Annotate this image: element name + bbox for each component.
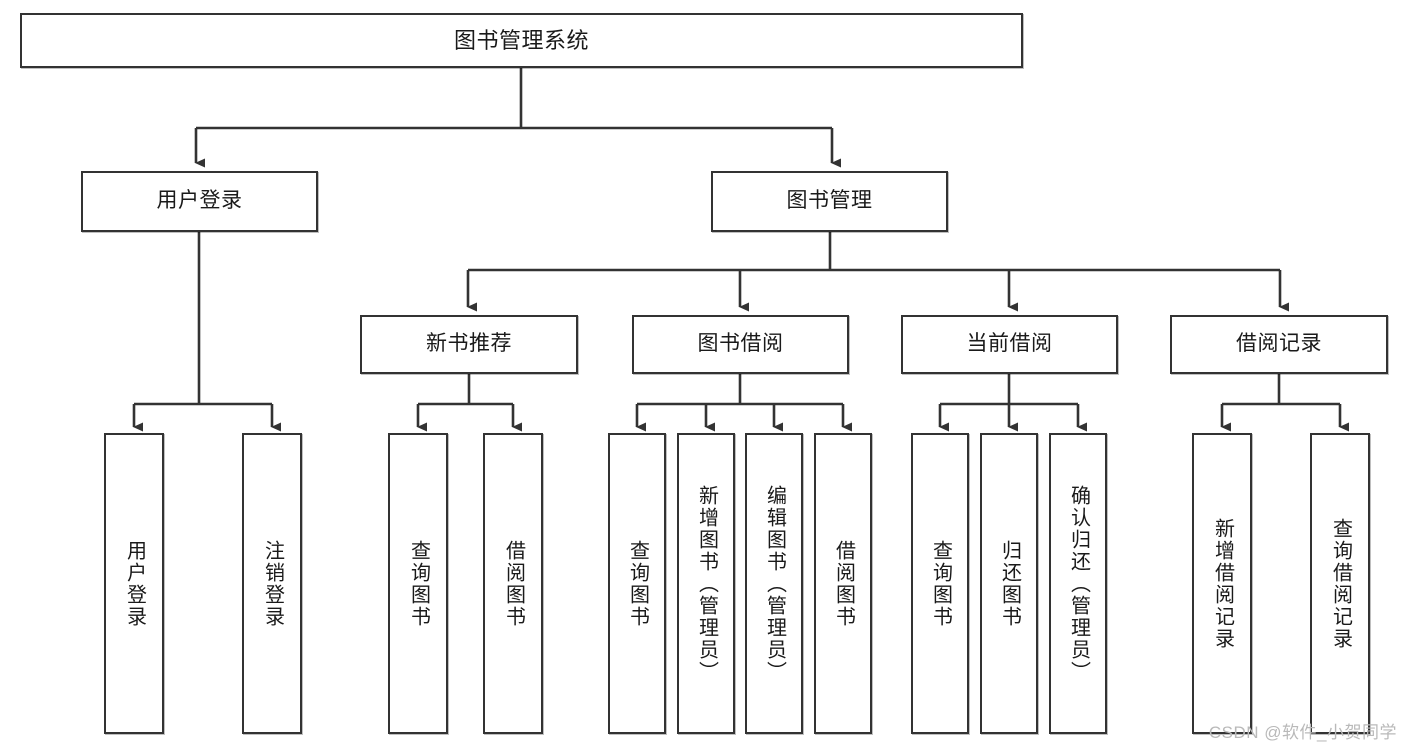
node-label: 查询图书 xyxy=(407,539,430,628)
node-label: 查询图书 xyxy=(929,539,952,628)
node-label: 图书借阅 xyxy=(697,332,784,356)
node-label: 图书管理 xyxy=(786,189,873,213)
node-label: 新增图书（管理员） xyxy=(695,484,718,683)
leaf-user-login-signout[interactable]: 注销登录 xyxy=(242,433,302,734)
leaf-current-borrow-query[interactable]: 查询图书 xyxy=(911,433,969,734)
node-new-book-recommendation[interactable]: 新书推荐 xyxy=(360,315,578,374)
node-label: 编辑图书（管理员） xyxy=(763,484,786,683)
node-label: 新书推荐 xyxy=(426,332,512,356)
leaf-current-borrow-return[interactable]: 归还图书 xyxy=(980,433,1038,734)
leaf-book-borrow-edit[interactable]: 编辑图书（管理员） xyxy=(745,433,803,734)
node-label: 用户登录 xyxy=(123,539,146,628)
watermark-text: CSDN @软件_小贺同学 xyxy=(1208,723,1397,742)
leaf-borrow-record-query[interactable]: 查询借阅记录 xyxy=(1310,433,1370,734)
node-label: 借阅记录 xyxy=(1236,332,1322,356)
node-current-borrow[interactable]: 当前借阅 xyxy=(901,315,1118,374)
node-user-login[interactable]: 用户登录 xyxy=(81,171,318,232)
node-label: 用户登录 xyxy=(156,189,243,213)
leaf-book-borrow-borrow[interactable]: 借阅图书 xyxy=(814,433,872,734)
leaf-book-borrow-query[interactable]: 查询图书 xyxy=(608,433,666,734)
leaf-book-borrow-add[interactable]: 新增图书（管理员） xyxy=(677,433,735,734)
node-label: 借阅图书 xyxy=(502,539,525,628)
node-label: 查询图书 xyxy=(626,539,649,628)
node-label: 图书管理系统 xyxy=(453,27,589,53)
node-label: 注销登录 xyxy=(261,539,284,628)
node-label: 查询借阅记录 xyxy=(1329,517,1352,650)
node-book-borrow[interactable]: 图书借阅 xyxy=(632,315,849,374)
node-label: 借阅图书 xyxy=(832,539,855,628)
leaf-borrow-record-add[interactable]: 新增借阅记录 xyxy=(1192,433,1252,734)
leaf-new-book-borrow[interactable]: 借阅图书 xyxy=(483,433,543,734)
leaf-new-book-query[interactable]: 查询图书 xyxy=(388,433,448,734)
node-label: 新增借阅记录 xyxy=(1211,517,1234,650)
node-label: 当前借阅 xyxy=(966,332,1053,356)
node-borrow-record[interactable]: 借阅记录 xyxy=(1170,315,1388,374)
node-book-management[interactable]: 图书管理 xyxy=(711,171,948,232)
node-label: 归还图书 xyxy=(998,539,1021,628)
node-root-system[interactable]: 图书管理系统 xyxy=(20,13,1023,68)
leaf-user-login-signin[interactable]: 用户登录 xyxy=(104,433,164,734)
node-label: 确认归还（管理员） xyxy=(1067,484,1090,683)
leaf-current-borrow-confirm-return[interactable]: 确认归还（管理员） xyxy=(1049,433,1107,734)
